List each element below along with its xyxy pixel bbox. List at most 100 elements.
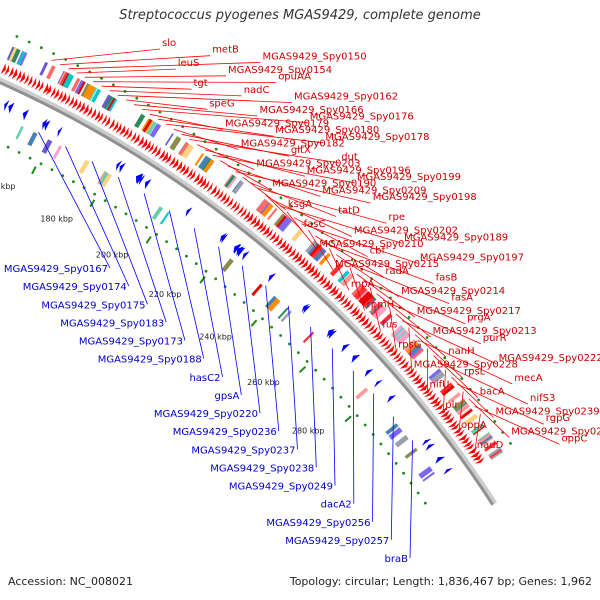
reverse-feature-block (15, 125, 24, 140)
inner-tick-dot (50, 168, 54, 172)
reverse-gene-label: dacA2 (321, 500, 352, 511)
outer-tick-dot (214, 147, 218, 151)
cog-feature-block (106, 97, 116, 111)
forward-gene-arrow (457, 433, 468, 441)
forward-label-connector (264, 193, 302, 231)
forward-gene-label: fus (382, 319, 397, 330)
forward-label-connector (109, 90, 242, 97)
forward-gene-arrow (262, 226, 270, 236)
forward-gene-arrow (411, 374, 421, 382)
reverse-feature-block (78, 159, 90, 175)
forward-gene-label: ksgA (288, 199, 312, 210)
forward-gene-arrow (464, 443, 475, 450)
outer-tick-dot (15, 35, 19, 38)
forward-label-connector (474, 413, 481, 452)
forward-label-connector (458, 391, 464, 431)
forward-gene-label: rnpA (351, 279, 375, 290)
forward-gene-arrow (164, 153, 172, 164)
reverse-label-connector (390, 416, 394, 540)
forward-gene-arrow (259, 223, 267, 233)
forward-gene-arrow (104, 116, 111, 127)
forward-label-connector (414, 334, 463, 378)
forward-label-connector (212, 154, 355, 184)
forward-gene-label: leuS (178, 58, 200, 69)
reverse-feature-block (394, 434, 409, 448)
cog-feature-block (278, 216, 292, 232)
forward-gene-arrow (288, 248, 296, 258)
forward-label-connector (197, 144, 255, 170)
forward-gene-label: MGAS9429_Spy0166 (260, 105, 364, 116)
outer-tick-dot (310, 222, 314, 226)
forward-gene-arrow (68, 96, 74, 107)
reverse-feature-block (422, 471, 435, 482)
forward-gene-arrow (349, 305, 358, 315)
forward-gene-arrow (322, 279, 331, 289)
forward-gene-arrow (306, 264, 315, 274)
forward-gene-label: MGAS9429_Spy0210 (319, 239, 423, 250)
reverse-label-connector (143, 193, 186, 341)
cog-feature-block (86, 86, 96, 100)
forward-label-connector (382, 300, 481, 345)
forward-gene-arrow (140, 138, 148, 149)
forward-gene-arrow (354, 311, 364, 320)
forward-gene-arrow (432, 399, 442, 408)
outer-tick-dot (493, 420, 497, 423)
reverse-label-connector (372, 393, 375, 522)
forward-gene-arrow (363, 320, 373, 330)
cog-feature-block (356, 288, 369, 302)
cog-feature-block (194, 153, 205, 166)
scale-tick-label: 160 kbp (0, 182, 16, 191)
inner-tick-dot (331, 386, 334, 390)
forward-gene-arrow (222, 194, 230, 205)
reverse-label-connector (409, 440, 413, 559)
inner-tick-dot (93, 192, 96, 196)
reverse-feature-block (221, 258, 234, 273)
scale-tick-mark (145, 236, 152, 244)
forward-gene-arrow (137, 136, 144, 147)
cog-feature-block (410, 347, 424, 360)
forward-gene-arrow (19, 71, 25, 83)
forward-gene-label: MGAS9429_Spy0199 (357, 172, 461, 183)
cog-feature-block (430, 370, 445, 385)
forward-label-connector (189, 139, 340, 164)
forward-gene-label: rpe (388, 212, 405, 223)
forward-gene-arrow (182, 165, 189, 176)
forward-gene-arrow (405, 367, 415, 376)
forward-gene-arrow (64, 94, 70, 105)
reverse-gene-label: MGAS9429_Spy0173 (79, 337, 183, 348)
forward-gene-arrow (202, 180, 210, 190)
forward-gene-arrow (403, 364, 413, 373)
forward-label-connector (101, 85, 192, 90)
forward-gene-arrow (281, 242, 290, 252)
reverse-gene-arrow (425, 443, 436, 451)
reverse-gene-arrow (8, 102, 15, 114)
forward-label-connector (227, 165, 321, 197)
forward-gene-arrow (186, 168, 193, 179)
forward-gene-arrow (421, 387, 432, 395)
forward-label-connector (165, 123, 324, 144)
reverse-gene-arrow (185, 207, 193, 217)
outer-tick-dot (460, 377, 464, 381)
forward-label-connector (293, 217, 368, 258)
reverse-label-connector (117, 176, 167, 323)
reverse-gene-label: MGAS9429_Spy0256 (266, 518, 370, 529)
forward-gene-arrow (161, 151, 168, 162)
forward-label-connector (402, 320, 497, 365)
inner-tick-dot (134, 219, 138, 222)
forward-gene-label: prgA (467, 313, 491, 324)
forward-gene-arrow (249, 215, 257, 226)
forward-gene-arrow (57, 90, 63, 102)
forward-gene-arrow (175, 161, 183, 171)
cog-feature-block (181, 143, 194, 159)
forward-gene-arrow (467, 446, 478, 454)
forward-gene-arrow (357, 314, 367, 323)
reverse-feature-block (52, 145, 62, 159)
forward-gene-label: MGAS9429_Spy0248 (511, 427, 600, 438)
forward-gene-label: rgpG (546, 413, 570, 424)
forward-gene-arrow (413, 376, 423, 385)
reverse-gene-arrow (138, 175, 146, 186)
forward-gene-arrow (90, 108, 97, 119)
forward-gene-arrow (474, 457, 485, 464)
forward-gene-label: purR (483, 333, 507, 344)
forward-gene-arrow (147, 142, 154, 153)
